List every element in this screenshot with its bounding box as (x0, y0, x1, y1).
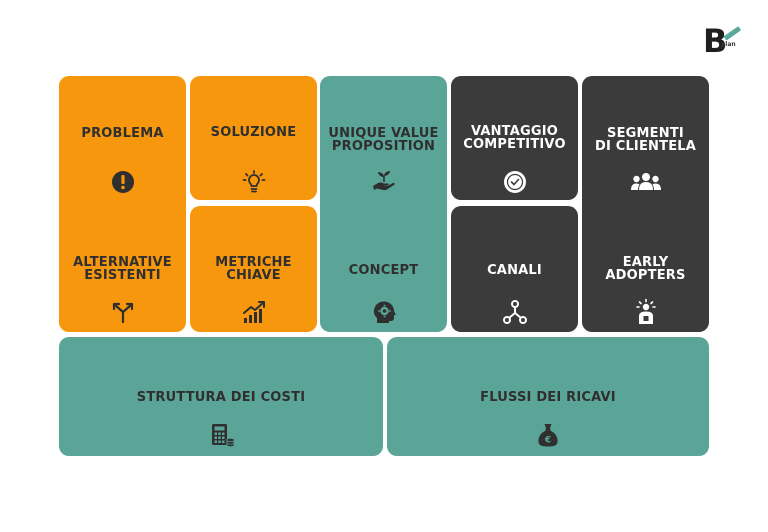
block-vantaggio: VANTAGGIO COMPETITIVO (451, 76, 578, 200)
label-metriche: METRICHE CHIAVE (215, 255, 292, 283)
label-early: EARLY ADOPTERS (605, 255, 686, 283)
plant-hand-icon (370, 168, 398, 196)
group-icon (629, 168, 663, 196)
label-costi: STRUTTURA DEI COSTI (136, 390, 306, 405)
growth-chart-icon (240, 298, 268, 326)
label-vantaggio: VANTAGGIO COMPETITIVO (463, 124, 566, 152)
block-costi: STRUTTURA DEI COSTI (59, 337, 383, 456)
block-metriche: METRICHE CHIAVE (190, 206, 317, 332)
money-bag-icon: € (534, 421, 562, 449)
exclamation-icon (109, 168, 137, 196)
calculator-coins-icon (208, 421, 236, 449)
block-ricavi: FLUSSI DEI RICAVI € (387, 337, 709, 456)
network-icon (501, 298, 529, 326)
block-segmenti: SEGMENTI DI CLIENTELA EARLY ADOPTERS (582, 76, 709, 332)
brand-logo: B plan (703, 24, 747, 60)
head-gear-icon (370, 298, 398, 326)
person-idea-icon (632, 298, 660, 326)
badge-check-icon (501, 168, 529, 196)
label-ricavi: FLUSSI DEI RICAVI (480, 390, 616, 405)
label-problema: PROBLEMA (81, 126, 164, 141)
label-soluzione: SOLUZIONE (210, 125, 297, 140)
logo-subtext: plan (721, 41, 736, 48)
block-uvp: UNIQUE VALUE PROPOSITION CONCEPT (320, 76, 447, 332)
lightbulb-icon (240, 168, 268, 196)
label-concept: CONCEPT (348, 263, 419, 278)
label-alternative: ALTERNATIVE ESISTENTI (73, 255, 172, 283)
logo-letter: B (703, 22, 728, 60)
label-uvp: UNIQUE VALUE PROPOSITION (328, 126, 439, 154)
label-segmenti: SEGMENTI DI CLIENTELA (594, 126, 697, 154)
block-problema: PROBLEMA ALTERNATIVE ESISTENTI (59, 76, 186, 332)
fork-arrows-icon (109, 298, 137, 326)
label-canali: CANALI (487, 263, 542, 278)
block-canali: CANALI (451, 206, 578, 332)
svg-text:€: € (544, 436, 551, 446)
block-soluzione: SOLUZIONE (190, 76, 317, 200)
